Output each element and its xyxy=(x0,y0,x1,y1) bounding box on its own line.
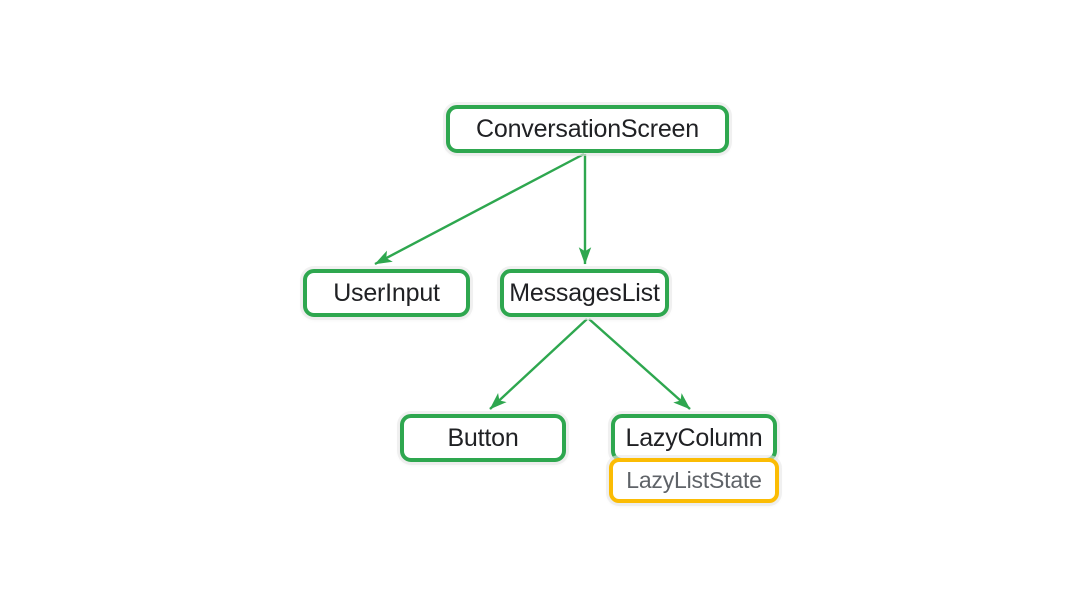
edge-messageslist-to-lazycolumn xyxy=(588,318,691,410)
node-userinput[interactable]: UserInput xyxy=(303,269,470,317)
node-lazycolumn[interactable]: LazyColumn xyxy=(611,414,777,462)
node-label-button: Button xyxy=(447,423,519,452)
node-label-messageslist: MessagesList xyxy=(509,278,660,307)
node-button[interactable]: Button xyxy=(400,414,566,462)
node-conversationscreen[interactable]: ConversationScreen xyxy=(446,105,729,153)
node-lazyliststate[interactable]: LazyListState xyxy=(609,458,779,503)
edge-messageslist-to-button xyxy=(489,318,588,410)
node-messageslist[interactable]: MessagesList xyxy=(500,269,669,317)
edge-conversationscreen-to-userinput xyxy=(374,152,585,266)
node-label-userinput: UserInput xyxy=(333,278,440,307)
node-label-conversationscreen: ConversationScreen xyxy=(476,114,699,143)
node-label-lazyliststate: LazyListState xyxy=(626,467,762,493)
node-label-lazycolumn: LazyColumn xyxy=(625,423,763,452)
